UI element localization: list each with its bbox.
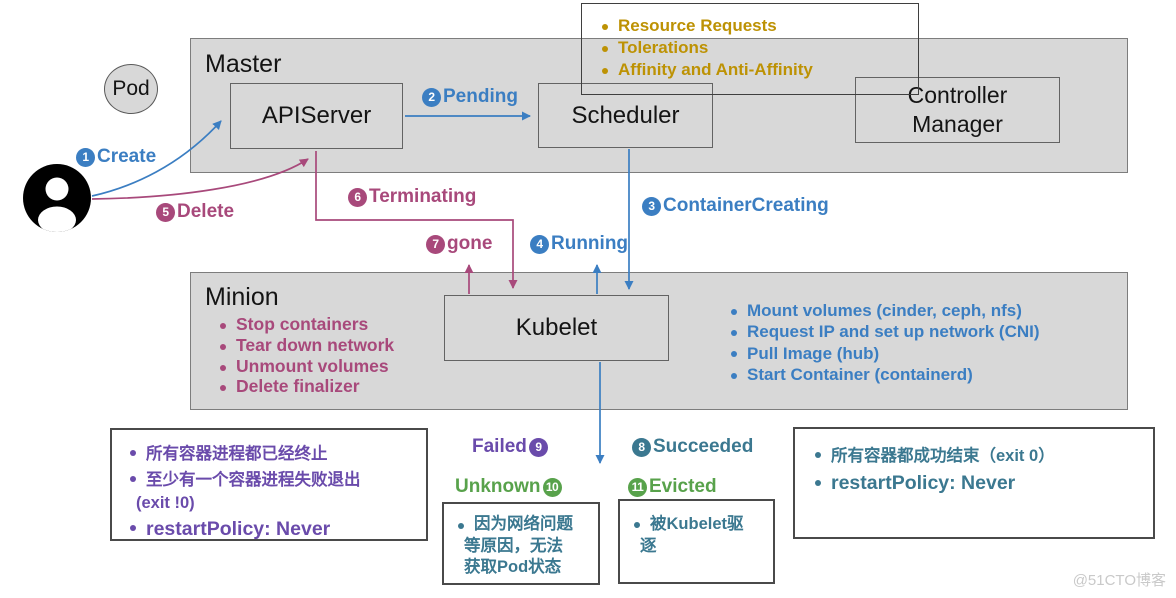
user-avatar-icon — [23, 164, 91, 232]
evicted-note-box: 被Kubelet驱 逐 — [618, 499, 775, 584]
scheduler-note: Resource Requests — [597, 15, 813, 37]
label-create-text: Create — [97, 146, 157, 167]
label-evicted-text: Evicted — [649, 476, 717, 497]
minion-teardown-list: Stop containers Tear down network Unmoun… — [215, 314, 394, 397]
label-container-creating-text: ContainerCreating — [663, 195, 829, 216]
master-panel-title: Master — [205, 50, 282, 78]
label-delete-text: Delete — [177, 201, 235, 222]
badge-8: 8 — [632, 437, 651, 457]
label-pending-text: Pending — [443, 86, 518, 107]
minion-task: Delete finalizer — [215, 376, 394, 397]
scheduler-notes-box: Resource Requests Tolerations Affinity a… — [581, 3, 919, 95]
apiserver-node: APIServer — [230, 83, 403, 149]
unknown-note-line: 因为网络问题 — [452, 514, 594, 536]
badge-10: 10 — [542, 477, 562, 497]
badge-5: 5 — [156, 202, 175, 222]
succeeded-note-line: restartPolicy: Never — [809, 469, 1145, 497]
evicted-note-line: 被Kubelet驱 — [628, 513, 769, 535]
badge-2: 2 — [422, 87, 441, 107]
label-gone-text: gone — [447, 233, 493, 254]
kubelet-task: Request IP and set up network (CNI) — [726, 321, 1040, 342]
controller-manager-node: Controller Manager — [855, 77, 1060, 143]
pod-node-label: Pod — [112, 77, 150, 100]
badge-9: 9 — [528, 437, 548, 457]
unknown-note-box: 因为网络问题 等原因，无法 获取Pod状态 — [442, 502, 600, 585]
minion-task: Stop containers — [215, 314, 394, 335]
scheduler-note: Tolerations — [597, 37, 813, 59]
kubelet-task: Start Container (containerd) — [726, 364, 1040, 385]
minion-task: Unmount volumes — [215, 356, 394, 377]
evicted-note-line: 逐 — [640, 537, 657, 555]
failed-note-line: 至少有一个容器进程失败退出 — [124, 467, 418, 493]
failed-note-line: restartPolicy: Never — [124, 514, 418, 544]
failed-note-line: 所有容器进程都已经终止 — [124, 441, 418, 467]
kubelet-node-label: Kubelet — [515, 314, 598, 341]
controller-manager-node-label: Controller Manager — [907, 82, 1008, 137]
kubelet-node: Kubelet — [444, 295, 669, 361]
minion-panel-title: Minion — [205, 283, 279, 311]
badge-6: 6 — [348, 187, 367, 207]
failed-note-box: 所有容器进程都已经终止 至少有一个容器进程失败退出 (exit !0) rest… — [110, 428, 428, 541]
succeeded-note-line: 所有容器都成功结束（exit 0） — [809, 443, 1145, 469]
failed-note-line: (exit !0) — [136, 494, 195, 512]
label-terminating-text: Terminating — [369, 186, 477, 207]
scheduler-note: Affinity and Anti-Affinity — [597, 59, 813, 81]
label-succeeded-text: Succeeded — [653, 436, 754, 457]
succeeded-note-box: 所有容器都成功结束（exit 0） restartPolicy: Never — [793, 427, 1155, 539]
badge-11: 11 — [628, 477, 647, 497]
label-unknown-text: Unknown — [455, 476, 541, 497]
kubelet-task: Mount volumes (cinder, ceph, nfs) — [726, 300, 1040, 321]
label-running-text: Running — [551, 233, 629, 254]
watermark: @51CTO博客 — [1072, 572, 1166, 589]
label-failed-text: Failed — [472, 436, 527, 457]
badge-7: 7 — [426, 234, 445, 254]
apiserver-node-label: APIServer — [261, 102, 372, 129]
kubelet-task-list: Mount volumes (cinder, ceph, nfs) Reques… — [726, 300, 1040, 385]
badge-1: 1 — [76, 147, 95, 167]
scheduler-node-label: Scheduler — [571, 101, 680, 129]
unknown-note-line: 获取Pod状态 — [464, 558, 562, 576]
minion-task: Tear down network — [215, 335, 394, 356]
badge-3: 3 — [642, 196, 661, 216]
badge-4: 4 — [530, 234, 549, 254]
scheduler-notes-list: Resource Requests Tolerations Affinity a… — [597, 15, 813, 81]
scheduler-node: Scheduler — [538, 83, 713, 148]
pod-node: Pod — [104, 64, 158, 114]
unknown-note-line: 等原因，无法 — [464, 536, 563, 555]
kubelet-task: Pull Image (hub) — [726, 343, 1040, 364]
